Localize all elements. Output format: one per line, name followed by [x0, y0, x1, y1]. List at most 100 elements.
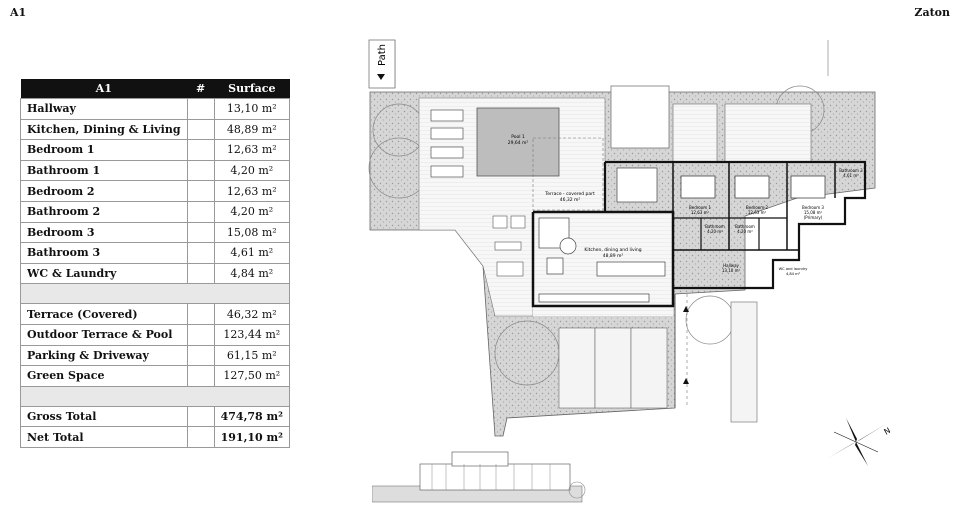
bathroom3-area: 4,61 m² [843, 173, 859, 178]
area-surface: 46,32 m² [213, 303, 291, 325]
floor-plan: Path Pool 1 29,64 m² Terrace - covered p… [368, 39, 876, 437]
bedroom1-label: Bedroom 1 [689, 205, 711, 210]
area-hash [186, 118, 215, 141]
project-label: Zaton [914, 6, 950, 19]
area-hash [186, 426, 215, 448]
area-surface: 123,44 m² [213, 323, 291, 346]
area-surface: 4,20 m² [213, 200, 291, 223]
area-surface: 12,63 m² [213, 139, 291, 161]
area-surface: 12,63 m² [213, 180, 291, 202]
path-arrow-icon [377, 74, 385, 80]
terrace-area: 46,32 m² [560, 197, 581, 203]
area-hash [186, 405, 215, 428]
wc-label: WC and laundry [779, 267, 809, 271]
area-name: Bedroom 3 [20, 221, 188, 244]
table-row: Bedroom 2 12,63 m² [20, 180, 291, 202]
area-name: Hallway [20, 98, 188, 120]
col-hash-header: # [187, 79, 215, 99]
table-row: Parking & Driveway 61,15 m² [20, 344, 291, 367]
area-name: Gross Total [20, 405, 188, 428]
bedroom2-label: Bedroom 2 [746, 205, 768, 210]
table-row: Bathroom 3 4,61 m² [20, 242, 291, 264]
kitchen-furniture [538, 167, 666, 303]
area-hash [186, 159, 215, 182]
table-row: Outdoor Terrace & Pool 123,44 m² [20, 323, 291, 346]
area-surface: 474,78 m² [213, 405, 291, 428]
area-name: Bedroom 2 [20, 180, 188, 202]
bathroom2-area: 4,20 m² [737, 229, 753, 234]
bedroom3-label: Bedroom 3 [802, 205, 824, 210]
area-name: WC & Laundry [20, 262, 188, 285]
table-spacer [20, 283, 290, 305]
area-surface: 4,61 m² [213, 242, 291, 264]
pool-label: Pool 1 [511, 134, 525, 140]
pergola [610, 85, 670, 149]
hallway-label: Hallway [723, 263, 739, 268]
bedroom3-note: (Primary) [804, 215, 823, 220]
area-surface: 127,50 m² [213, 365, 291, 387]
upper-deck [724, 103, 812, 163]
area-name: Bathroom 3 [20, 242, 188, 264]
area-hash [186, 180, 215, 202]
sun-loungers [430, 109, 464, 178]
hallway-area: 13,10 m² [722, 268, 741, 273]
table-spacer [20, 385, 290, 407]
area-surface: 191,10 m² [213, 426, 291, 448]
area-hash [186, 221, 215, 244]
area-name: Outdoor Terrace & Pool [20, 323, 188, 346]
kitchen-label: Kitchen, dining and living [584, 247, 641, 253]
drive-arrow-icon [683, 378, 689, 384]
pool [476, 107, 560, 177]
table-row: Gross Total 474,78 m² [20, 405, 291, 428]
area-name: Kitchen, Dining & Living [20, 118, 188, 141]
area-name: Terrace (Covered) [20, 303, 188, 325]
area-hash [186, 139, 215, 161]
drive-arrow-icon [683, 306, 689, 312]
area-hash [186, 200, 215, 223]
area-name: Bathroom 2 [20, 200, 188, 223]
area-surface: 13,10 m² [213, 98, 291, 120]
bathroom1-area: 4,20 m² [707, 229, 723, 234]
area-hash [186, 365, 215, 387]
tree-icon [685, 295, 735, 345]
area-hash [186, 262, 215, 285]
table-header-row: A1 # Surface [20, 79, 290, 99]
table-row: Bathroom 2 4,20 m² [20, 200, 291, 223]
parking [558, 301, 758, 423]
area-surface: 61,15 m² [213, 344, 291, 367]
bathroom2-label: Bathroom [735, 224, 755, 229]
bedroom2-area: 12,63 m² [748, 210, 767, 215]
area-hash [186, 303, 215, 325]
kitchen-area: 48,89 m² [603, 253, 624, 259]
area-hash [186, 242, 215, 264]
area-hash [186, 323, 215, 346]
path-box [368, 39, 396, 89]
wc-area: 4,84 m² [786, 272, 801, 276]
area-name: Bedroom 1 [20, 139, 188, 161]
area-hash [186, 344, 215, 367]
col-name-header: A1 [20, 79, 188, 99]
table-row: Hallway 13,10 m² [20, 98, 291, 120]
area-name: Parking & Driveway [20, 344, 188, 367]
area-surface: 4,20 m² [213, 159, 291, 182]
area-hash [186, 98, 215, 120]
terrace-label: Terrace - covered part [544, 191, 595, 197]
table-row: Terrace (Covered) 46,32 m² [20, 303, 291, 325]
house-walls [531, 160, 867, 308]
beds [680, 175, 826, 199]
north-compass-icon: N [828, 418, 891, 466]
elevation-drawing [372, 451, 586, 503]
outdoor-seating [492, 215, 526, 277]
col-surface-header: Surface [214, 79, 290, 99]
unit-label: A1 [10, 6, 27, 19]
bedroom3-area: 15,08 m² [804, 210, 823, 215]
spacer-cell [20, 283, 290, 305]
covered-terrace-outline [532, 137, 604, 211]
compass-letter: N [883, 426, 891, 437]
